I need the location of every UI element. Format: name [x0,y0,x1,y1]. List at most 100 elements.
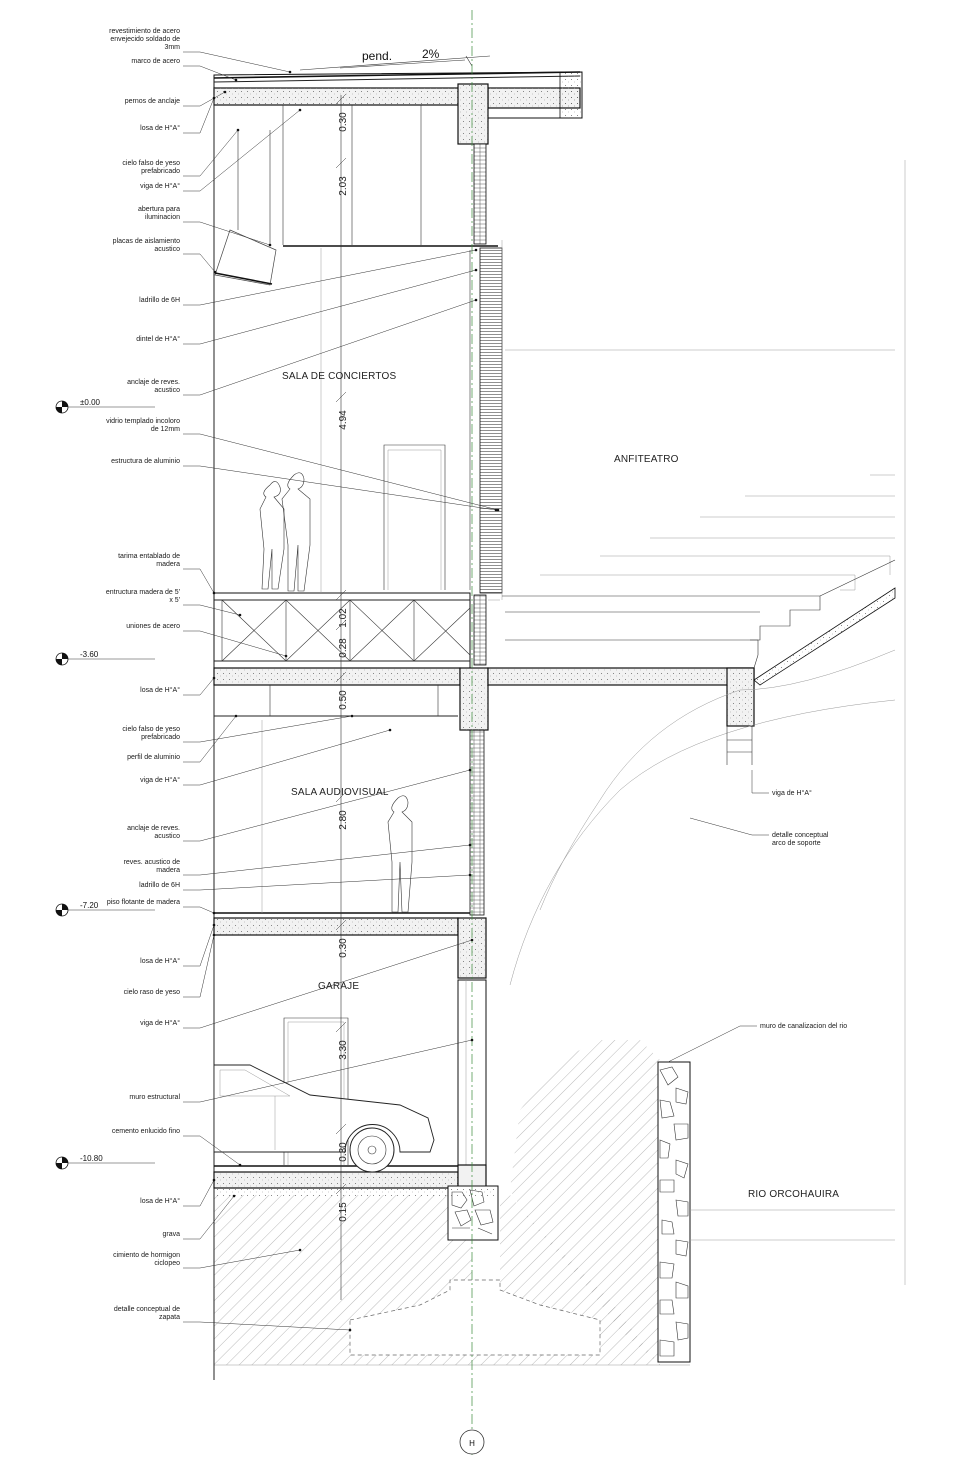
dimension-tick [335,391,347,403]
level-marker: -10.80 [55,1154,155,1170]
room-sala-audiovisual: SALA AUDIOVISUAL [291,787,389,798]
annotation-text: cimiento de hormigon [113,1252,180,1259]
level-label: -3.60 [80,650,99,659]
annotation-text: zapata [159,1314,180,1321]
dimension-label: 2.03 [338,176,349,196]
annotation-text: prefabricado [141,168,180,175]
annotation-text: viga de H°A° [140,1019,180,1027]
annotation-text: losa de H°A° [140,686,180,694]
annotation-text: losa de H°A° [140,124,180,132]
dimension-label: 0.30 [338,938,349,958]
dimension-tick [335,93,347,105]
annotation-text: madera [156,561,180,568]
room-sala-conciertos: SALA DE CONCIERTOS [282,371,397,382]
dimension-labels: 0.302.034.941.020.280.502.800.303.300.30… [335,93,349,1222]
dimension-tick [335,919,347,931]
annotation: anclaje de reves.acustico [127,768,472,842]
annotation: ladrillo de 6H [139,873,472,891]
support-arch [509,649,896,986]
dimension-tick [335,1123,347,1135]
dimension-tick [335,619,347,631]
dimension-label: 2.80 [338,810,349,830]
slope-indicator: pend. 2% [362,47,440,63]
annotation: losa de H°A° [140,923,216,967]
annotation-text: ciclopeo [154,1260,180,1267]
dimension-label: 0.28 [338,638,349,658]
annotation-text: acustico [154,246,180,253]
level-label: ±0.00 [80,398,101,407]
annotation-text: viga de H°A° [140,182,180,190]
annotation-text: cemento enlucido fino [112,1128,180,1135]
annotation-text: dintel de H°A° [136,335,180,343]
annotation-text: anclaje de reves. [127,379,180,386]
annotation: viga de H°A° [140,728,392,786]
annotation-text: revestimiento de acero [109,28,180,35]
annotation-text: cielo falso de yeso [122,160,180,167]
annotation-text: x 5' [169,597,180,604]
annotation-text: estructura de aluminio [111,458,180,465]
annotation-text: grava [162,1231,180,1238]
level-marker: -3.60 [55,650,155,666]
annotation: marco de acero [131,58,238,82]
annotation-text: prefabricado [141,734,180,741]
dimension-label: 0.50 [338,690,349,710]
roof-assembly [213,55,583,145]
annotation-text: muro estructural [129,1094,180,1101]
annotation-text: vidrio templado incoloro [106,418,180,425]
annotation: anclaje de reves.acustico [127,298,478,396]
slab-minus-10-80 [213,1164,499,1241]
annotation-text: muro de canalizacion del rio [760,1023,847,1030]
people-figures-concert [259,472,311,592]
dimension-tick [335,791,347,803]
annotation-text: anclaje de reves. [127,825,180,832]
annotation-text: iluminacion [145,214,180,221]
annotation-text: pernos de anclaje [125,98,180,105]
annotation-text: piso flotante de madera [107,899,180,906]
dimension-tick [335,1021,347,1033]
annotation-text: arco de soporte [772,840,821,847]
dimension-tick [335,671,347,683]
annotation: uniones de acero [126,623,288,658]
level-markers: ±0.00-3.60-7.20-10.80 [55,398,155,1170]
dimension-label: 1.02 [338,608,349,628]
car-garage [213,1064,435,1173]
annotation-text: ladrillo de 6H [139,297,180,304]
annotation-text: tarima entablado de [118,553,180,560]
glass-facade [469,240,503,600]
room-rio-orcohauira: RIO ORCOHAUIRA [748,1189,839,1200]
annotation-text: madera [156,867,180,874]
annotation-text: detalle conceptual [772,832,829,839]
annotation-text: abertura para [138,206,180,213]
zapata-footing [349,1279,601,1356]
slope-label: pend. [362,49,392,63]
dimension-label: 0.30 [338,112,349,132]
annotation-text: envejecido soldado de [110,36,180,43]
annotation-text: de 12mm [151,426,180,433]
annotation-text: viga de H°A° [140,776,180,784]
annotation-text: detalle conceptual de [114,1306,180,1313]
annotation-text: acustico [154,387,180,394]
room-anfiteatro: ANFITEATRO [614,454,679,465]
river-channel-wall [657,1061,895,1363]
annotation-text: ladrillo de 6H [139,882,180,889]
room-garaje: GARAJE [318,981,359,992]
level-marker: ±0.00 [55,398,155,414]
dimension-tick [335,1183,347,1195]
dimension-label: 4.94 [338,410,349,430]
dimension-tick [335,157,347,169]
annotation: muro estructural [129,1038,474,1103]
annotation-text: marco de acero [131,58,180,65]
annotation: dintel de H°A° [136,268,478,345]
annotation-text: cielo raso de yeso [124,989,181,996]
level-label: -10.80 [80,1154,103,1163]
